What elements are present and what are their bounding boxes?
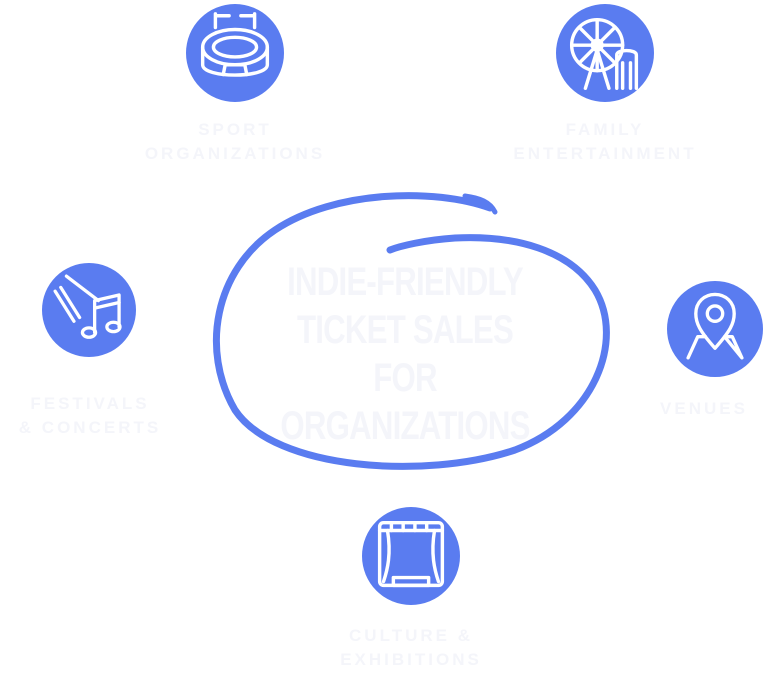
music-note-icon <box>42 263 136 357</box>
category-label-culture: CULTURE & EXHIBITIONS <box>340 626 482 669</box>
category-label-festivals: FESTIVALS & CONCERTS <box>18 394 162 437</box>
headline: INDIE-FRIENDLY TICKET SALES FOR ORGANIZA… <box>280 260 530 448</box>
hand-drawn-circle <box>212 192 610 470</box>
category-label-family: FAMILY ENTERTAINMENT <box>513 120 697 163</box>
theater-stage-icon <box>362 507 460 605</box>
category-label-venues: VENUES <box>660 399 748 418</box>
ferris-wheel-icon <box>556 4 654 102</box>
stadium-icon <box>186 4 284 102</box>
category-label-sport: SPORT ORGANIZATIONS <box>144 120 326 163</box>
location-pin-icon <box>667 281 763 377</box>
